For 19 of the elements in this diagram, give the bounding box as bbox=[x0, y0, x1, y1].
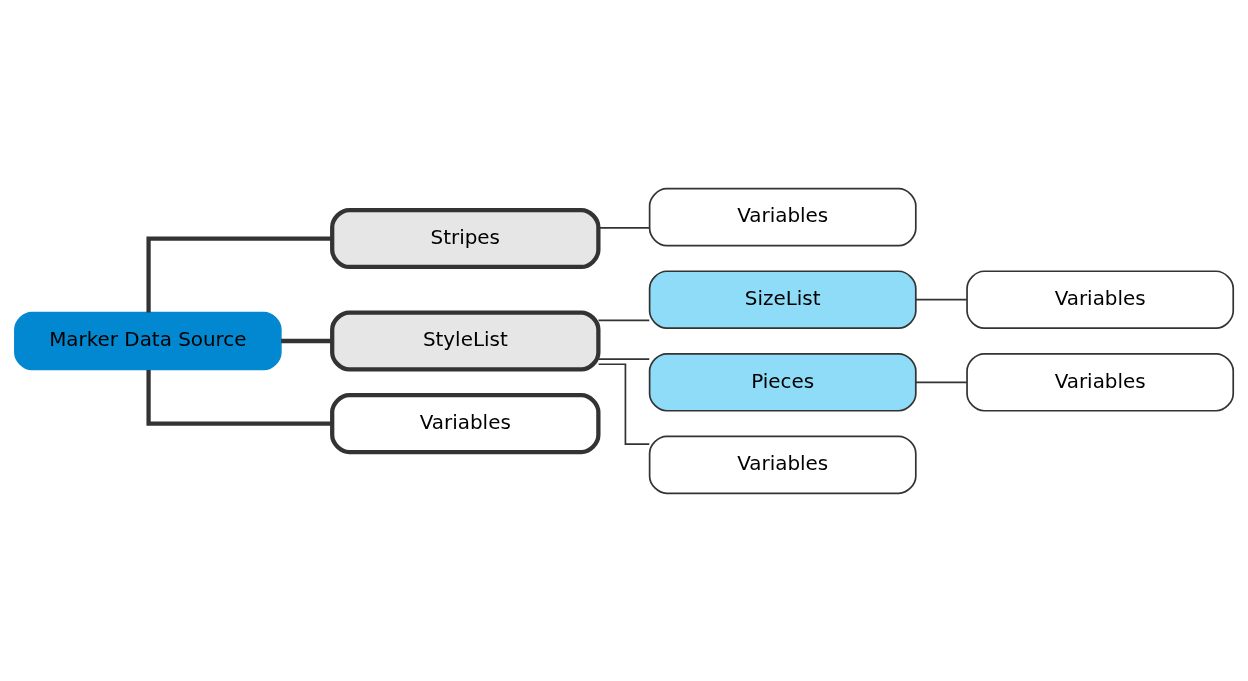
connector bbox=[915, 380, 968, 383]
connector bbox=[597, 357, 651, 360]
connector bbox=[597, 226, 651, 229]
node-box: Marker Data Source bbox=[14, 311, 282, 370]
connector bbox=[597, 362, 651, 445]
connector bbox=[597, 319, 651, 321]
connector bbox=[146, 369, 332, 426]
connector bbox=[915, 298, 968, 301]
node-box: Variables bbox=[648, 187, 917, 246]
node-box: Variables bbox=[966, 352, 1235, 412]
connector bbox=[281, 338, 332, 343]
connector bbox=[146, 235, 332, 312]
node-box: StyleList bbox=[330, 309, 601, 372]
node-box: Variables bbox=[966, 269, 1235, 329]
node-box: Variables bbox=[648, 435, 917, 494]
node-box: Pieces bbox=[648, 352, 917, 412]
node-box: Variables bbox=[330, 392, 601, 454]
node-box: SizeList bbox=[648, 269, 917, 329]
node-box: Stripes bbox=[330, 207, 601, 269]
